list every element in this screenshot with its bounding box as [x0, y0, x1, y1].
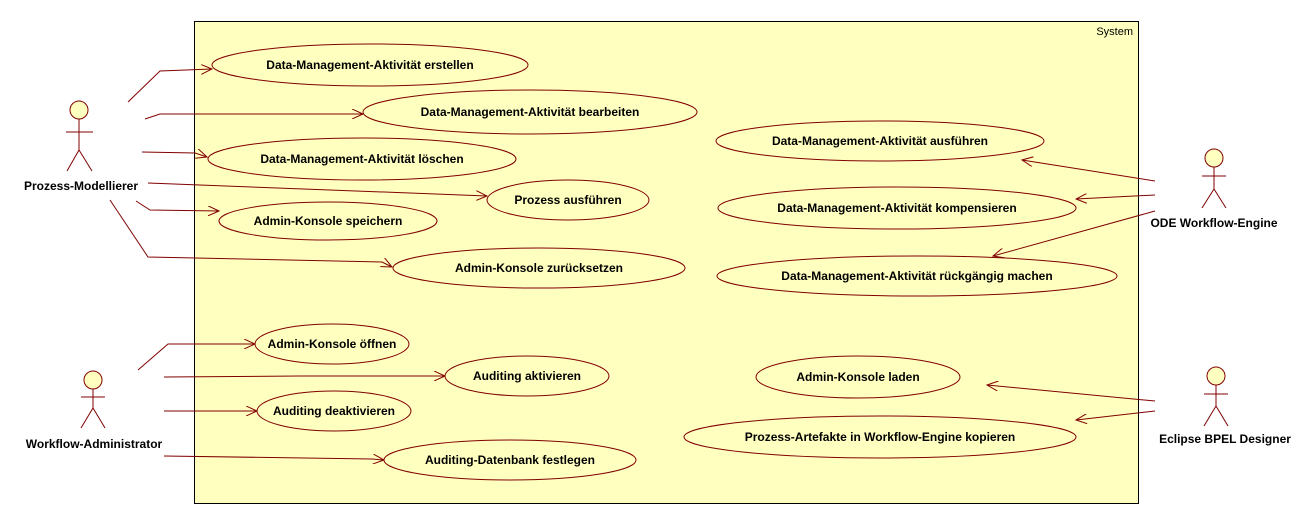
assoc-eclipse-laden	[987, 385, 1156, 402]
assoc-wa-aktivieren	[163, 376, 445, 377]
use-case-label: Admin-Konsole speichern	[254, 214, 403, 228]
use-case-admin-laden[interactable]: Admin-Konsole laden	[755, 355, 961, 399]
use-case-label: Prozess-Artefakte in Workflow-Engine kop…	[745, 430, 1016, 444]
assoc-eclipse-kopieren	[1076, 410, 1156, 420]
use-case-admin-oeffnen[interactable]: Admin-Konsole öffnen	[254, 323, 410, 365]
actor-label-ode-workflow-engine: ODE Workflow-Engine	[1150, 216, 1277, 230]
use-case-dm-loeschen[interactable]: Data-Management-Aktivität löschen	[207, 137, 517, 181]
actor-workflow-administrator[interactable]	[80, 370, 106, 429]
actor-head-icon	[83, 370, 103, 390]
assoc-ode-ausfuehren	[1022, 160, 1156, 182]
use-case-dm-rueckgaengig[interactable]: Data-Management-Aktivität rückgängig mac…	[716, 255, 1118, 297]
assoc-pm-ausfuehren	[147, 182, 487, 196]
assoc-pm-bearbeiten	[144, 114, 363, 120]
assoc-pm-erstellen	[127, 69, 212, 103]
actor-prozess-modellierer[interactable]	[66, 100, 93, 172]
use-case-auditing-aktivieren[interactable]: Auditing aktivieren	[444, 355, 610, 397]
assoc-wa-oeffnen	[137, 344, 255, 371]
actor-head-icon	[1204, 148, 1224, 168]
use-case-label: Data-Management-Aktivität erstellen	[266, 58, 473, 72]
use-case-label: Prozess ausführen	[514, 193, 621, 207]
use-case-admin-zuruecksetzen[interactable]: Admin-Konsole zurücksetzen	[392, 247, 686, 289]
actor-label-prozess-modellierer: Prozess-Modellierer	[24, 179, 138, 193]
actor-eclipse-bpel-designer[interactable]	[1203, 366, 1229, 427]
use-case-auditing-deaktivieren[interactable]: Auditing deaktivieren	[256, 390, 412, 432]
use-case-label: Data-Management-Aktivität löschen	[260, 152, 463, 166]
system-label: System	[1096, 26, 1133, 38]
use-case-label: Auditing aktivieren	[473, 369, 581, 383]
use-case-dm-bearbeiten[interactable]: Data-Management-Aktivität bearbeiten	[362, 89, 698, 135]
use-case-prozess-ausfuehren[interactable]: Prozess ausführen	[486, 179, 650, 221]
actor-label-workflow-administrator: Workflow-Administrator	[26, 437, 163, 451]
use-case-label: Admin-Konsole zurücksetzen	[455, 261, 623, 275]
use-case-dm-erstellen[interactable]: Data-Management-Aktivität erstellen	[211, 43, 529, 87]
assoc-pm-zuruecksetzen	[109, 199, 392, 267]
use-case-label: Data-Management-Aktivität kompensieren	[777, 201, 1016, 215]
assoc-pm-speichern	[135, 200, 219, 211]
use-case-label: Admin-Konsole laden	[796, 370, 919, 384]
actor-label-eclipse-bpel-designer: Eclipse BPEL Designer	[1159, 432, 1291, 446]
assoc-wa-db	[163, 456, 384, 460]
use-case-label: Auditing-Datenbank festlegen	[425, 453, 595, 467]
use-case-dm-kompensieren[interactable]: Data-Management-Aktivität kompensieren	[717, 186, 1077, 230]
actor-ode-workflow-engine[interactable]	[1201, 148, 1227, 209]
use-case-label: Auditing deaktivieren	[273, 404, 395, 418]
use-case-artefakte-kopieren[interactable]: Prozess-Artefakte in Workflow-Engine kop…	[683, 415, 1077, 459]
use-case-dm-ausfuehren[interactable]: Data-Management-Aktivität ausführen	[715, 120, 1045, 162]
assoc-pm-loeschen	[141, 152, 207, 157]
use-case-auditing-db[interactable]: Auditing-Datenbank festlegen	[383, 439, 637, 481]
use-case-label: Admin-Konsole öffnen	[268, 337, 397, 351]
assoc-ode-kompensieren	[1076, 195, 1156, 199]
actor-head-icon	[69, 100, 89, 120]
assoc-ode-rueckgaengig	[993, 210, 1156, 256]
actor-head-icon	[1206, 366, 1226, 386]
use-case-admin-speichern[interactable]: Admin-Konsole speichern	[218, 201, 438, 241]
use-case-label: Data-Management-Aktivität rückgängig mac…	[781, 269, 1052, 283]
use-case-label: Data-Management-Aktivität bearbeiten	[421, 105, 640, 119]
use-case-label: Data-Management-Aktivität ausführen	[772, 134, 988, 148]
